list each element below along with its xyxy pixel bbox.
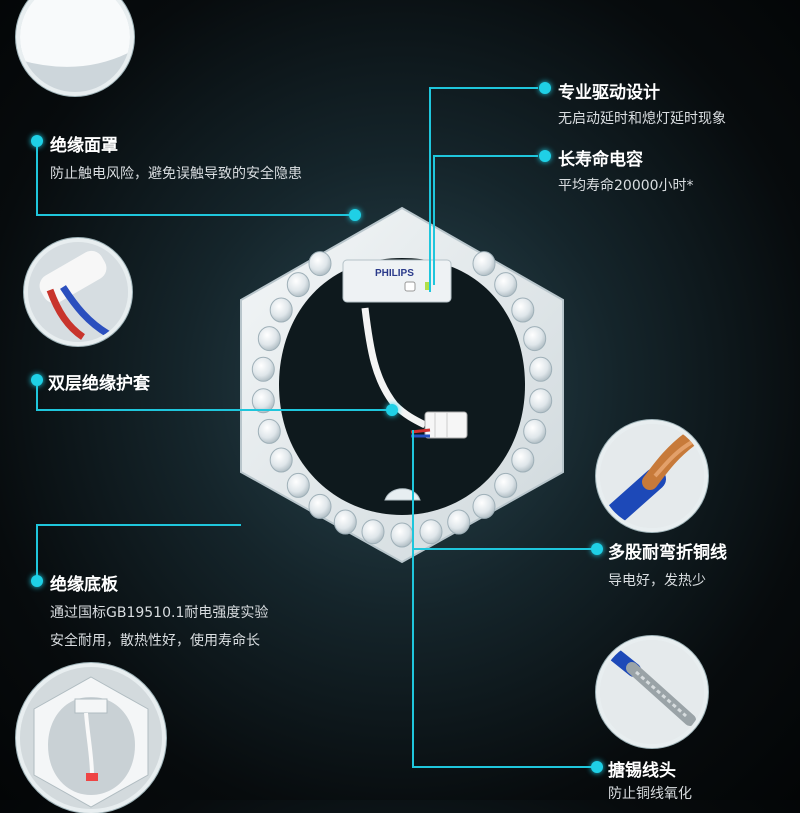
led-lens <box>251 388 275 414</box>
tin-dot <box>591 761 603 773</box>
led-lens <box>257 418 281 444</box>
led-lens <box>494 272 518 298</box>
capacitor-connector-v <box>433 155 435 285</box>
led-lens <box>308 493 332 519</box>
base-desc-line2: 安全耐用，散热性好，使用寿命长 <box>50 633 260 649</box>
led-lens <box>286 472 310 498</box>
led-lens <box>333 509 357 535</box>
driver-title: 专业驱动设计 <box>558 83 660 103</box>
tin-connector-h <box>412 766 596 768</box>
driver-connector-v <box>429 87 431 292</box>
led-module-image: PHILIPS <box>240 206 564 564</box>
capacitor-dot <box>539 150 551 162</box>
led-lens <box>251 356 275 382</box>
led-lens <box>472 251 496 277</box>
cover-connector-h <box>36 214 354 216</box>
base-dot <box>31 575 43 587</box>
led-lens <box>523 418 547 444</box>
base-title: 绝缘底板 <box>50 575 118 595</box>
led-lens <box>269 297 293 323</box>
led-lens <box>419 519 443 545</box>
driver-connector-h <box>430 87 538 89</box>
tin-title: 搪锡线头 <box>608 761 676 781</box>
cover-anchor-dot <box>349 209 361 221</box>
sleeve-connector-v <box>36 386 38 410</box>
cover-connector-v <box>36 143 38 215</box>
copper-detail-image <box>596 420 708 532</box>
capacitor-connector-h <box>433 155 538 157</box>
copper-dot <box>591 543 603 555</box>
cover-title: 绝缘面罩 <box>50 136 118 156</box>
tin-detail-image <box>596 636 708 748</box>
led-lens <box>523 326 547 352</box>
led-lens <box>269 447 293 473</box>
sleeve-anchor-dot <box>386 404 398 416</box>
sleeve-connector-h <box>36 409 390 411</box>
led-lens <box>511 297 535 323</box>
capacitor-desc: 平均寿命20000小时* <box>558 178 694 194</box>
base-connector-v <box>36 524 38 576</box>
copper-connector-v <box>412 430 414 550</box>
capacitor-title: 长寿命电容 <box>558 150 643 170</box>
cover-detail-image <box>16 0 134 96</box>
sleeve-title: 双层绝缘护套 <box>48 374 150 394</box>
tin-desc: 防止铜线氧化 <box>608 786 692 802</box>
led-lens <box>361 519 385 545</box>
copper-desc: 导电好，发热少 <box>608 573 706 589</box>
base-detail-image <box>16 663 166 813</box>
base-desc-line1: 通过国标GB19510.1耐电强度实验 <box>50 605 269 621</box>
led-lens <box>390 522 414 548</box>
led-lens <box>494 472 518 498</box>
brand-label: PHILIPS <box>375 268 414 279</box>
base-connector-h <box>36 524 241 526</box>
led-lens <box>286 272 310 298</box>
led-lens <box>511 447 535 473</box>
led-lens <box>529 388 553 414</box>
led-lens <box>472 493 496 519</box>
led-lens <box>308 251 332 277</box>
tin-connector-v <box>412 548 414 768</box>
cover-dot <box>31 135 43 147</box>
led-lens <box>529 356 553 382</box>
cover-desc: 防止触电风险，避免误触导致的安全隐患 <box>50 166 302 182</box>
led-lens <box>447 509 471 535</box>
driver-desc: 无启动延时和熄灯延时现象 <box>558 111 726 127</box>
copper-connector-h <box>412 548 596 550</box>
led-lens <box>257 326 281 352</box>
copper-title: 多股耐弯折铜线 <box>608 543 727 563</box>
sleeve-dot <box>31 374 43 386</box>
sleeve-detail-image <box>24 238 132 346</box>
driver-dot <box>539 82 551 94</box>
